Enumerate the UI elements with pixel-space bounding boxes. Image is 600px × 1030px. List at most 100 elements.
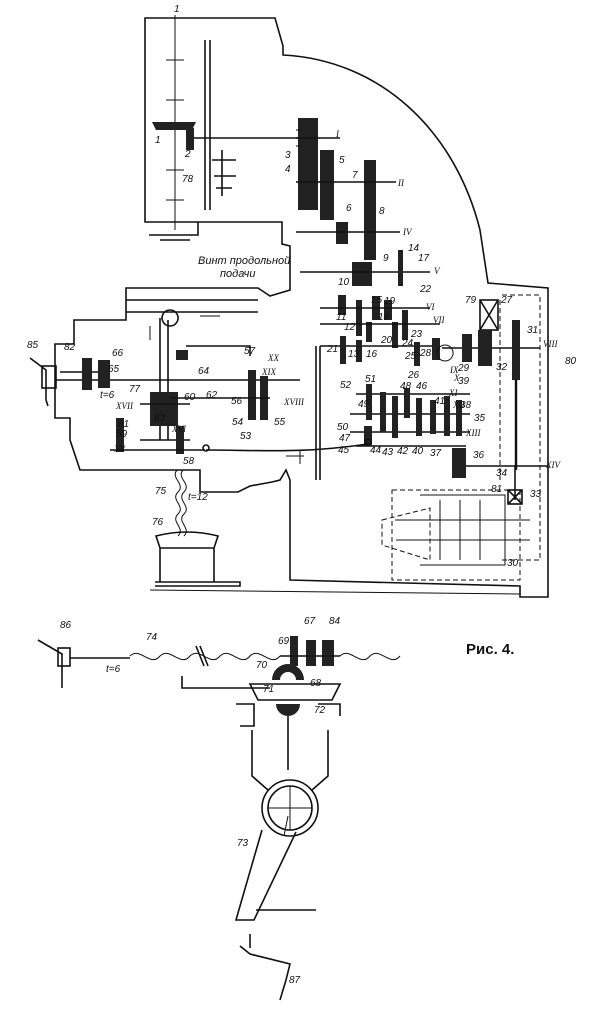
part-number-label: 23 [410,329,423,340]
part-number-label: 67 [304,616,316,627]
part-number-label: 86 [60,620,72,631]
part-number-label: 31 [527,325,538,336]
spindle-head [152,15,300,230]
part-number-label: 54 [232,417,244,428]
part-number-labels: 1127834567891011121314151617181920212223… [27,4,577,986]
part-number-label: 74 [146,632,158,643]
part-number-label: 3 [285,150,291,161]
part-number-label: 35 [474,413,486,424]
part-number-label: 39 [458,376,470,387]
speed-gearbox [296,118,440,366]
part-number-label: 21 [326,344,338,355]
shaft-number-label: VII [433,315,445,325]
part-number-label: 15 [371,295,383,306]
part-number-label: 70 [256,660,268,671]
part-number-label: 1 [174,4,180,15]
shaft-number-label: XIX [261,367,276,377]
part-number-label: 25 [404,351,417,362]
part-number-label: 73 [237,838,249,849]
part-number-label: 78 [182,174,194,185]
part-number-label: 69 [278,636,290,647]
part-number-label: 64 [198,366,210,377]
part-number-label: 48 [400,381,412,392]
part-number-label: 28 [419,348,432,359]
shaft-number-label: IX [449,365,459,375]
figure-caption: Рис. 4. [466,641,515,658]
part-number-label: 19 [384,296,396,307]
annotation-group: Винт продольной подачи t=6 t=12 t=6 [100,255,290,675]
shaft-number-label: XVI [171,424,187,434]
part-number-label: 18 [378,312,390,323]
part-number-label: 45 [338,445,350,456]
shaft-number-label: XVIII [283,397,305,407]
part-number-label: 80 [565,356,577,367]
part-number-label: 12 [344,322,356,333]
part-number-label: 44 [370,445,382,456]
part-number-label: 43 [382,447,394,458]
part-number-label: 56 [231,396,243,407]
part-number-label: 77 [129,384,141,395]
thread-pitch-label: t=6 [106,664,121,675]
part-number-label: 33 [530,489,542,500]
part-number-label: 13 [348,349,360,360]
part-number-label: 76 [152,517,164,528]
part-number-label: 30 [507,558,519,569]
part-number-label: 17 [418,253,430,264]
part-number-label: 49 [358,399,370,410]
machine-body-outline [54,17,549,598]
shaft-number-label: XX [267,353,279,363]
part-number-label: 65 [108,364,120,375]
shaft-number-label: II [397,178,405,188]
shaft-number-label: VI [426,302,435,312]
part-number-label: 71 [263,684,274,695]
part-number-label: 58 [183,456,195,467]
part-number-label: 75 [155,486,167,497]
thread-pitch-label: t=6 [100,390,115,401]
part-number-label: 29 [457,363,470,374]
part-number-label: 26 [407,370,420,381]
part-number-label: 40 [412,446,424,457]
part-number-label: 47 [339,433,351,444]
shaft-number-label: XIII [465,428,481,438]
part-number-label: 68 [310,678,322,689]
part-number-label: 42 [397,446,409,457]
annotation-line-2: подачи [220,268,255,280]
part-number-label: 16 [366,349,378,360]
part-number-label: 79 [465,295,477,306]
shaft-number-label: I [335,129,340,139]
part-number-label: 82 [64,342,76,353]
part-number-label: 7 [352,170,358,181]
part-number-label: 85 [27,340,39,351]
part-number-label: 27 [500,295,513,306]
part-number-label: 9 [383,253,389,264]
part-number-label: 5 [339,155,345,166]
part-number-label: 63 [154,413,166,424]
part-number-label: 60 [184,392,196,403]
part-number-label: 6 [346,203,352,214]
part-number-label: 46 [416,381,428,392]
feed-gearbox [286,384,548,478]
part-number-label: 53 [240,431,252,442]
part-number-label: 8 [379,206,385,217]
shaft-number-label: XVII [115,401,134,411]
part-number-label: 87 [289,975,301,986]
thread-pitch-label: t=12 [188,492,208,503]
shaft-number-label: XII [452,400,465,410]
part-number-label: 37 [430,448,442,459]
part-number-label: 62 [206,390,218,401]
vertical-feed-screw [174,469,187,537]
part-number-label: 61 [118,419,129,430]
part-number-label: 32 [496,362,508,373]
part-number-label: 1 [155,135,161,146]
shaft-number-label: XI [448,388,458,398]
part-number-label: 55 [274,417,286,428]
part-number-label: 66 [112,348,124,359]
part-number-label: 72 [314,705,326,716]
part-number-label: 24 [401,338,414,349]
shaft-number-label: VIII [543,339,558,349]
part-number-label: 14 [408,243,420,254]
part-number-label: 84 [329,616,341,627]
